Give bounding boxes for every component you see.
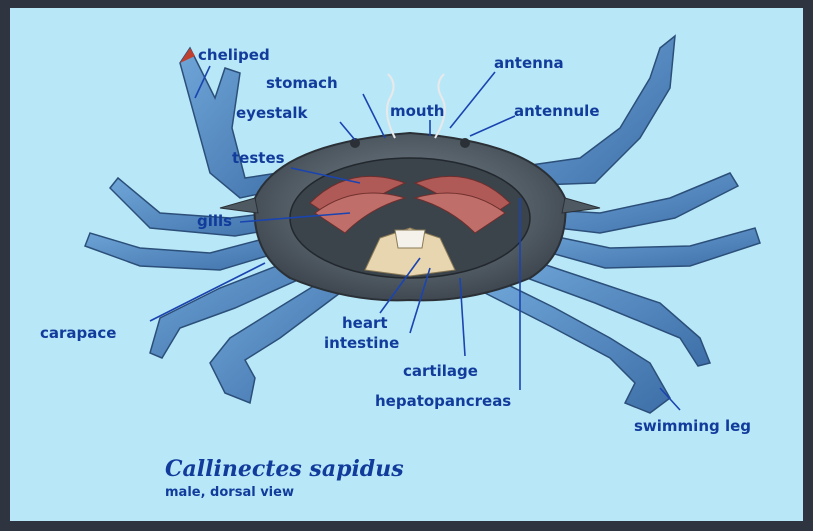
label-testes: testes	[232, 149, 285, 167]
label-eyestalk: eyestalk	[236, 104, 308, 122]
label-cheliped: cheliped	[198, 46, 270, 64]
label-carapace: carapace	[40, 324, 116, 342]
diagram-panel: cheliped stomach antenna eyestalk mouth …	[10, 8, 803, 521]
label-antennule: antennule	[514, 102, 600, 120]
label-intestine: intestine	[324, 334, 399, 352]
label-hepatopancreas: hepatopancreas	[375, 392, 511, 410]
label-antenna: antenna	[494, 54, 564, 72]
crab-diagram: cheliped stomach antenna eyestalk mouth …	[10, 8, 803, 521]
label-swimming-leg: swimming leg	[634, 417, 751, 435]
label-gills: gills	[197, 212, 232, 230]
label-cartilage: cartilage	[403, 362, 478, 380]
right-eye	[460, 138, 470, 148]
label-stomach: stomach	[266, 74, 338, 92]
label-heart: heart	[342, 314, 388, 332]
label-mouth: mouth	[390, 102, 444, 120]
species-subtitle: male, dorsal view	[165, 485, 294, 500]
species-title: Callinectes sapidus	[165, 456, 404, 482]
